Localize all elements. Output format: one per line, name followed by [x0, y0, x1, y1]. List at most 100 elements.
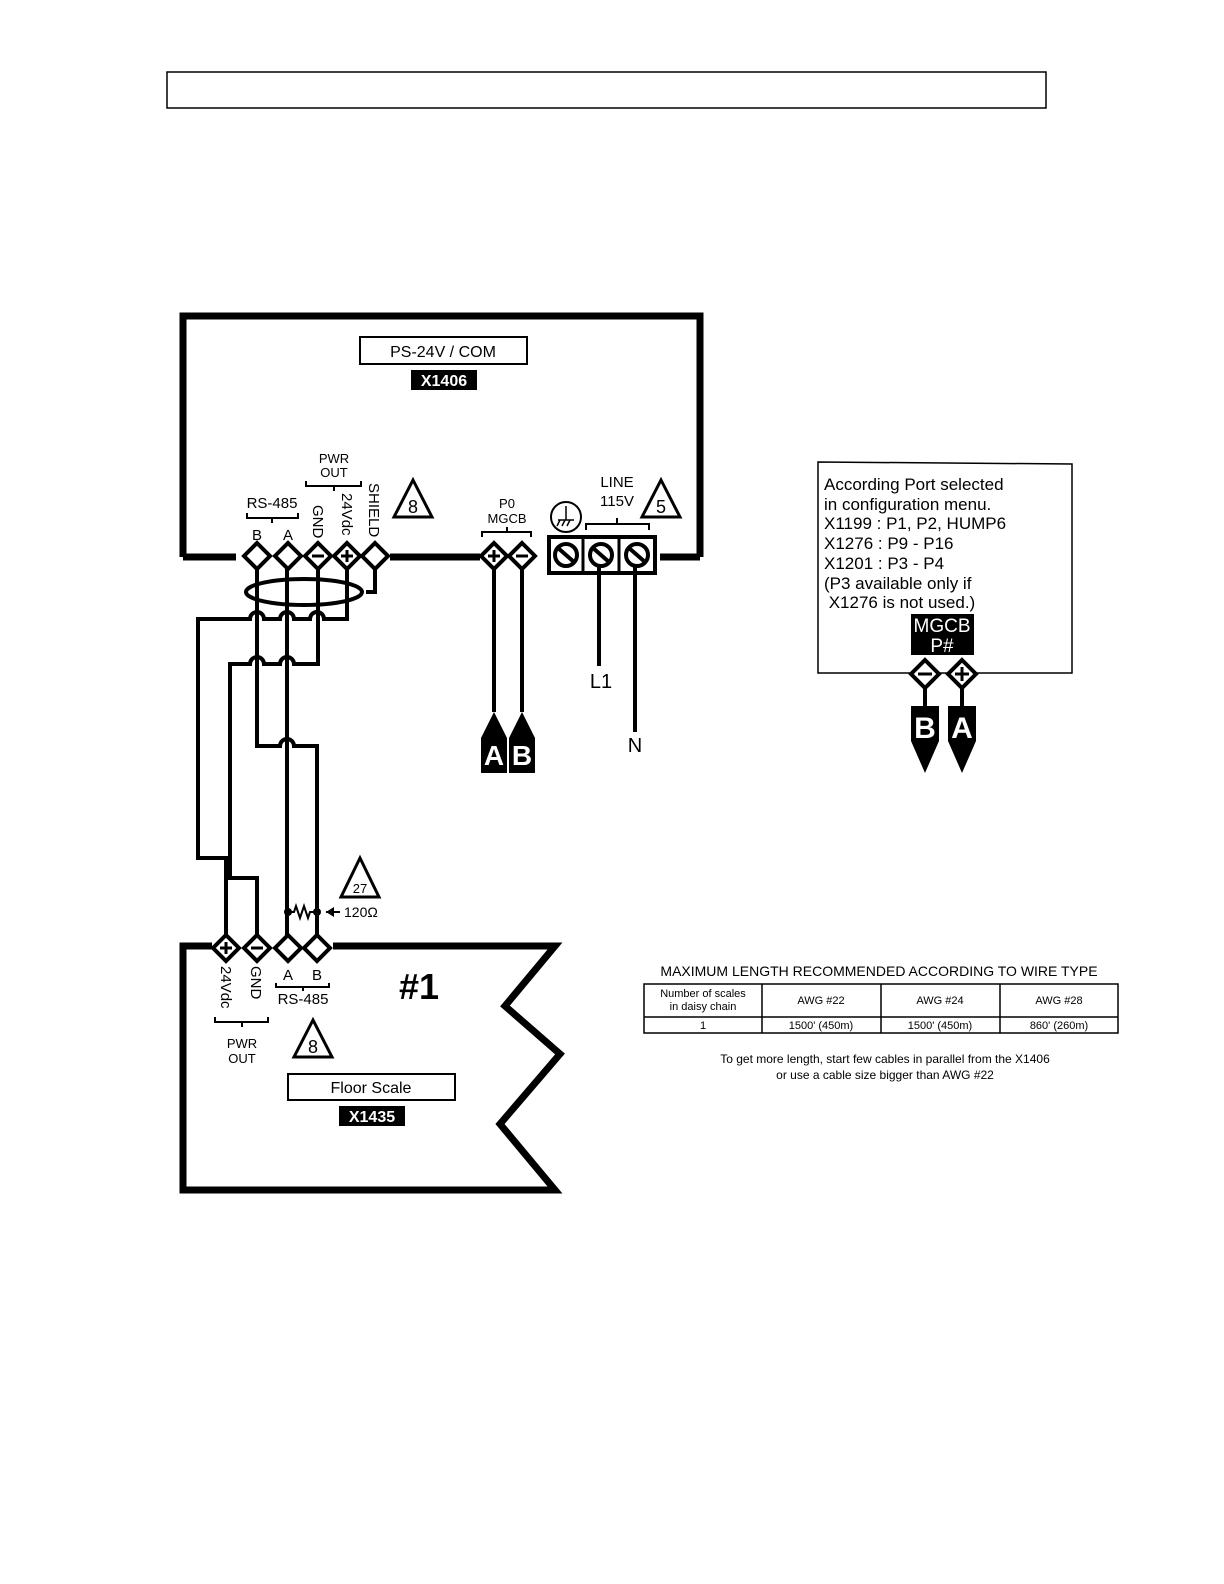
ctrl-terminal-b: [241, 540, 273, 572]
warning-note-27: 27: [338, 854, 382, 899]
warning-note-5: 5: [639, 476, 683, 519]
svg-text:A: A: [484, 740, 504, 771]
scale-rs485-label: RS-485: [278, 991, 329, 1008]
n-label: N: [628, 735, 642, 757]
port-note-line: (P3 available only if: [824, 574, 972, 593]
port-mgcb-badge: [911, 614, 974, 655]
length-table-title: MAXIMUM LENGTH RECOMMENDED ACCORDING TO …: [660, 963, 1097, 979]
ctrl-gnd-label: GND: [309, 505, 326, 539]
table-cell: 1: [700, 1020, 706, 1032]
scale-24v-label: 24Vdc: [217, 966, 234, 1009]
table-footnote: To get more length, start few cables in …: [720, 1052, 1050, 1066]
output-connector-a: A: [481, 712, 507, 773]
svg-text:B: B: [512, 740, 532, 771]
scale-model-badge: [339, 1106, 405, 1126]
port-note-line: X1276 : P9 - P16: [824, 534, 953, 553]
warning-note-8-controller: 8: [391, 476, 435, 519]
termination-resistor: 120Ω: [284, 902, 378, 922]
l1-label: L1: [590, 671, 612, 693]
port-mgcb-label: MGCB: [914, 616, 971, 637]
controller-name: PS-24V / COM: [390, 344, 496, 361]
port-note-line: X1201 : P3 - P4: [824, 554, 944, 573]
scale-terminal-gnd: [241, 932, 273, 964]
svg-text:B: B: [914, 712, 936, 745]
port-connector-a: A: [948, 706, 976, 773]
resistor-value: 120Ω: [344, 904, 378, 920]
scale-gnd-label: GND: [247, 966, 264, 1000]
port-note-line: X1276 is not used.): [824, 593, 975, 612]
screw-icon: [588, 542, 614, 568]
table-cell: 1500' (450m): [789, 1020, 853, 1032]
ctrl-line-voltage: 115V: [600, 493, 634, 510]
scale-pwr-brace: [214, 1017, 269, 1027]
svg-text:A: A: [951, 712, 973, 745]
ctrl-b-label: B: [252, 527, 262, 544]
scale-number: #1: [399, 966, 439, 1007]
warning-note-8-scale: 8: [291, 1016, 335, 1059]
ctrl-rs485-label: RS-485: [247, 495, 298, 512]
scale-a-label: A: [283, 967, 293, 984]
screw-icon: [553, 542, 579, 568]
svg-text:5: 5: [656, 497, 666, 517]
port-terminal-plus: [945, 657, 979, 691]
ctrl-terminal-a: [272, 540, 304, 572]
port-note-box: According Port selected in configuration…: [817, 461, 1073, 674]
table-cell: 1500' (450m): [908, 1020, 972, 1032]
ctrl-p0-brace: [481, 527, 532, 537]
port-number-label: P#: [930, 636, 954, 657]
ctrl-shield-label: SHIELD: [365, 483, 382, 537]
scale-terminal-b: [301, 932, 333, 964]
cable-shield-ellipse: [244, 577, 364, 607]
ground-icon: [550, 501, 582, 533]
ctrl-rs485-brace: [246, 513, 299, 523]
controller-model-badge: [411, 370, 477, 390]
length-table: MAXIMUM LENGTH RECOMMENDED ACCORDING TO …: [643, 963, 1119, 1082]
scale-name-box: [287, 1073, 456, 1101]
port-note-line: According Port selected: [824, 475, 1004, 494]
controller-box: PS-24V / COM X1406: [179, 312, 704, 561]
ctrl-line-brace: [585, 518, 650, 530]
port-connector-b: B: [911, 706, 939, 773]
ctrl-pwr-brace: [305, 481, 362, 491]
port-note-line: X1199 : P1, P2, HUMP6: [824, 514, 1006, 533]
ctrl-mgcb-label: MGCB: [488, 511, 527, 526]
table-header-scales: Number of scales: [660, 988, 746, 1000]
table-header-awg24: AWG #24: [916, 995, 963, 1007]
ctrl-24v-label: 24Vdc: [338, 493, 355, 536]
ctrl-terminal-p0-minus: [506, 540, 538, 572]
scale-terminal-a: [272, 932, 304, 964]
scale-b-label: B: [312, 967, 322, 984]
svg-text:27: 27: [353, 881, 367, 896]
table-header-awg22: AWG #22: [797, 995, 844, 1007]
scale-model: X1435: [349, 1109, 395, 1126]
header-box: [166, 71, 1047, 109]
ctrl-terminal-gnd: [302, 540, 334, 572]
ctrl-a-label: A: [283, 527, 293, 544]
table-cell: 860' (260m): [1030, 1020, 1088, 1032]
scale-pwr-label: PWR: [227, 1036, 257, 1051]
ctrl-terminal-p0-plus: [478, 540, 510, 572]
ctrl-terminal-shield: [359, 540, 391, 572]
line-terminal-block: [547, 535, 657, 575]
output-connector-b: B: [509, 712, 535, 773]
scale-rs485-brace: [275, 983, 330, 991]
table-footnote: or use a cable size bigger than AWG #22: [776, 1068, 994, 1082]
scale-terminal-24v: [210, 932, 242, 964]
ctrl-p0-label: P0: [499, 496, 515, 511]
svg-text:8: 8: [408, 497, 418, 517]
controller-name-box: [359, 336, 528, 365]
ctrl-out-label: OUT: [320, 465, 348, 480]
table-header-scales: in daisy chain: [670, 1001, 737, 1013]
scale-name: Floor Scale: [331, 1080, 412, 1097]
rs485-cable: [196, 557, 377, 948]
ctrl-pwr-label: PWR: [319, 451, 349, 466]
port-terminal-minus: [908, 657, 942, 691]
ctrl-terminal-24v: [331, 540, 363, 572]
ctrl-line-label: LINE: [600, 474, 633, 491]
table-header-awg28: AWG #28: [1035, 995, 1082, 1007]
port-note-line: in configuration menu.: [824, 495, 991, 514]
screw-icon: [624, 542, 650, 568]
scale-box: [179, 942, 565, 1194]
scale-out-label: OUT: [228, 1051, 256, 1066]
